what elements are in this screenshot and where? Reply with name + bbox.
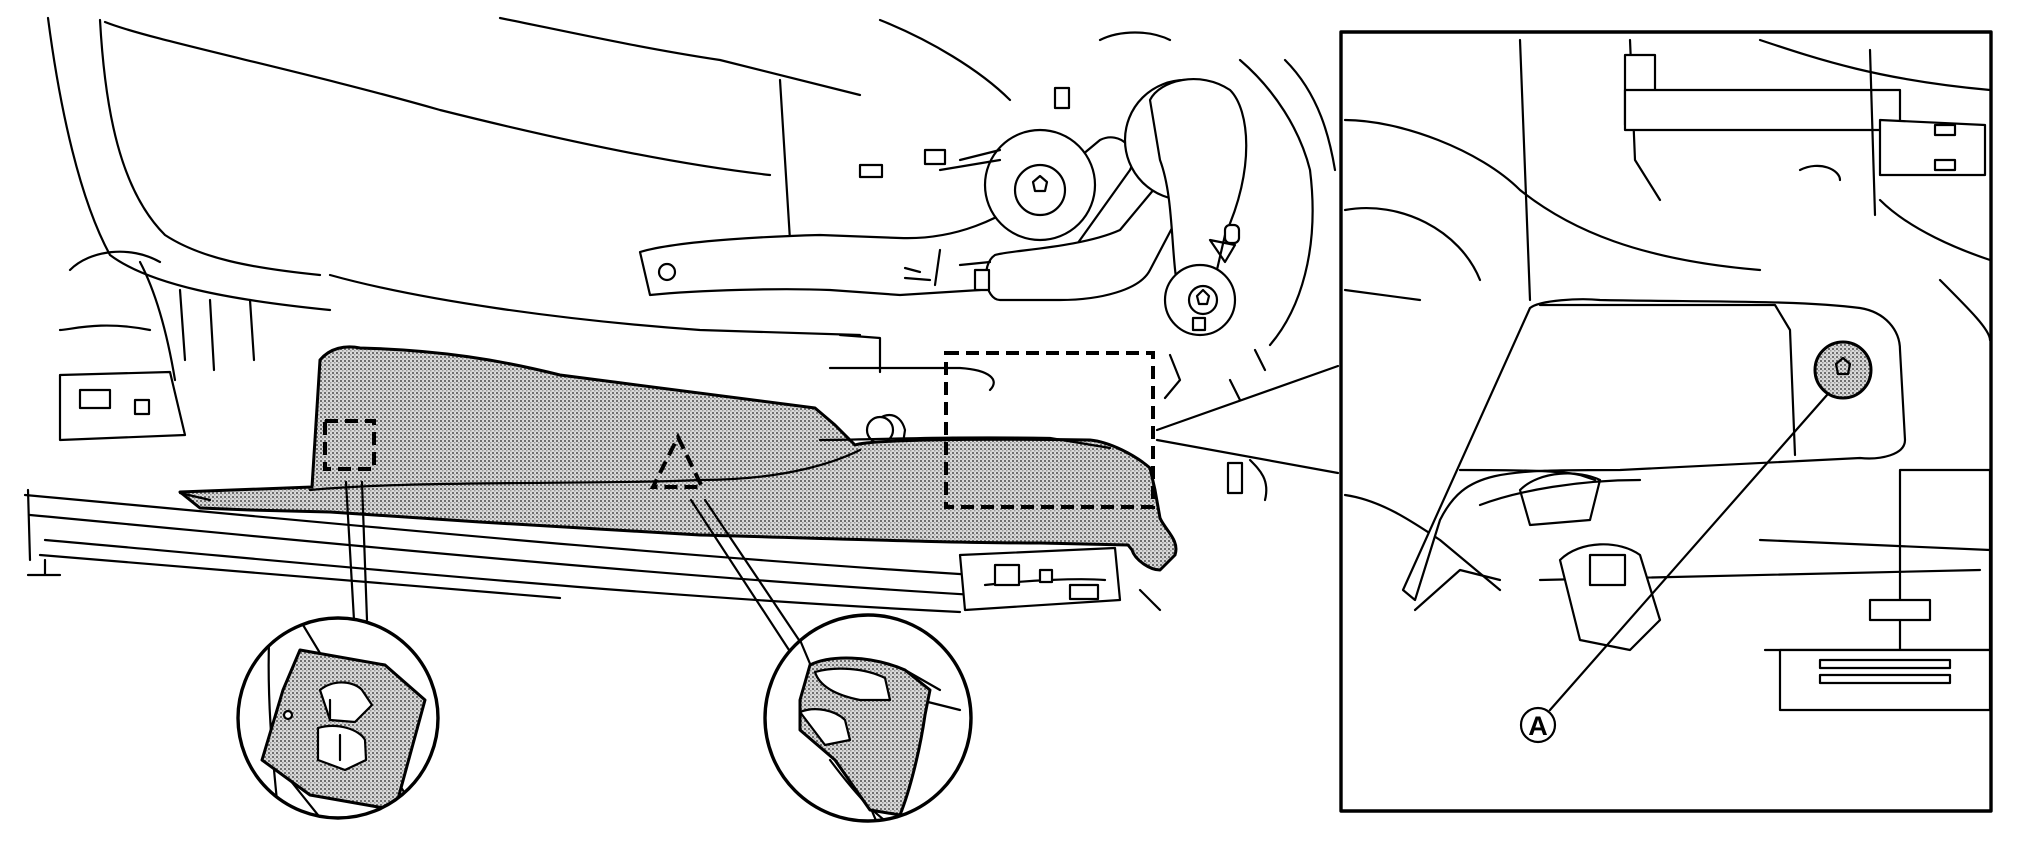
seat-rail-left [58,370,187,442]
detail-circle-triangle-clip [763,613,973,823]
seat-finisher-cover [178,345,1178,572]
callout-leader-a [1548,393,1829,712]
detail-area-marker [944,351,1155,509]
detail-circle-square-clip [236,616,440,820]
leader-square [344,480,356,622]
leader-zoom-detail [1155,364,1340,475]
seat-rail-front [865,413,1162,612]
seat-cushion-outline [46,16,332,312]
clip-location-triangle [649,432,706,489]
finisher-cover-detail [1401,298,1907,602]
zoom-detail-box: A [1339,30,1993,813]
clip-location-square [323,419,376,471]
callout-label-a: A [1528,711,1548,741]
recliner-mechanism [638,31,1337,502]
leader-triangle [689,498,791,652]
seat-assembly-main-view [23,16,1340,652]
